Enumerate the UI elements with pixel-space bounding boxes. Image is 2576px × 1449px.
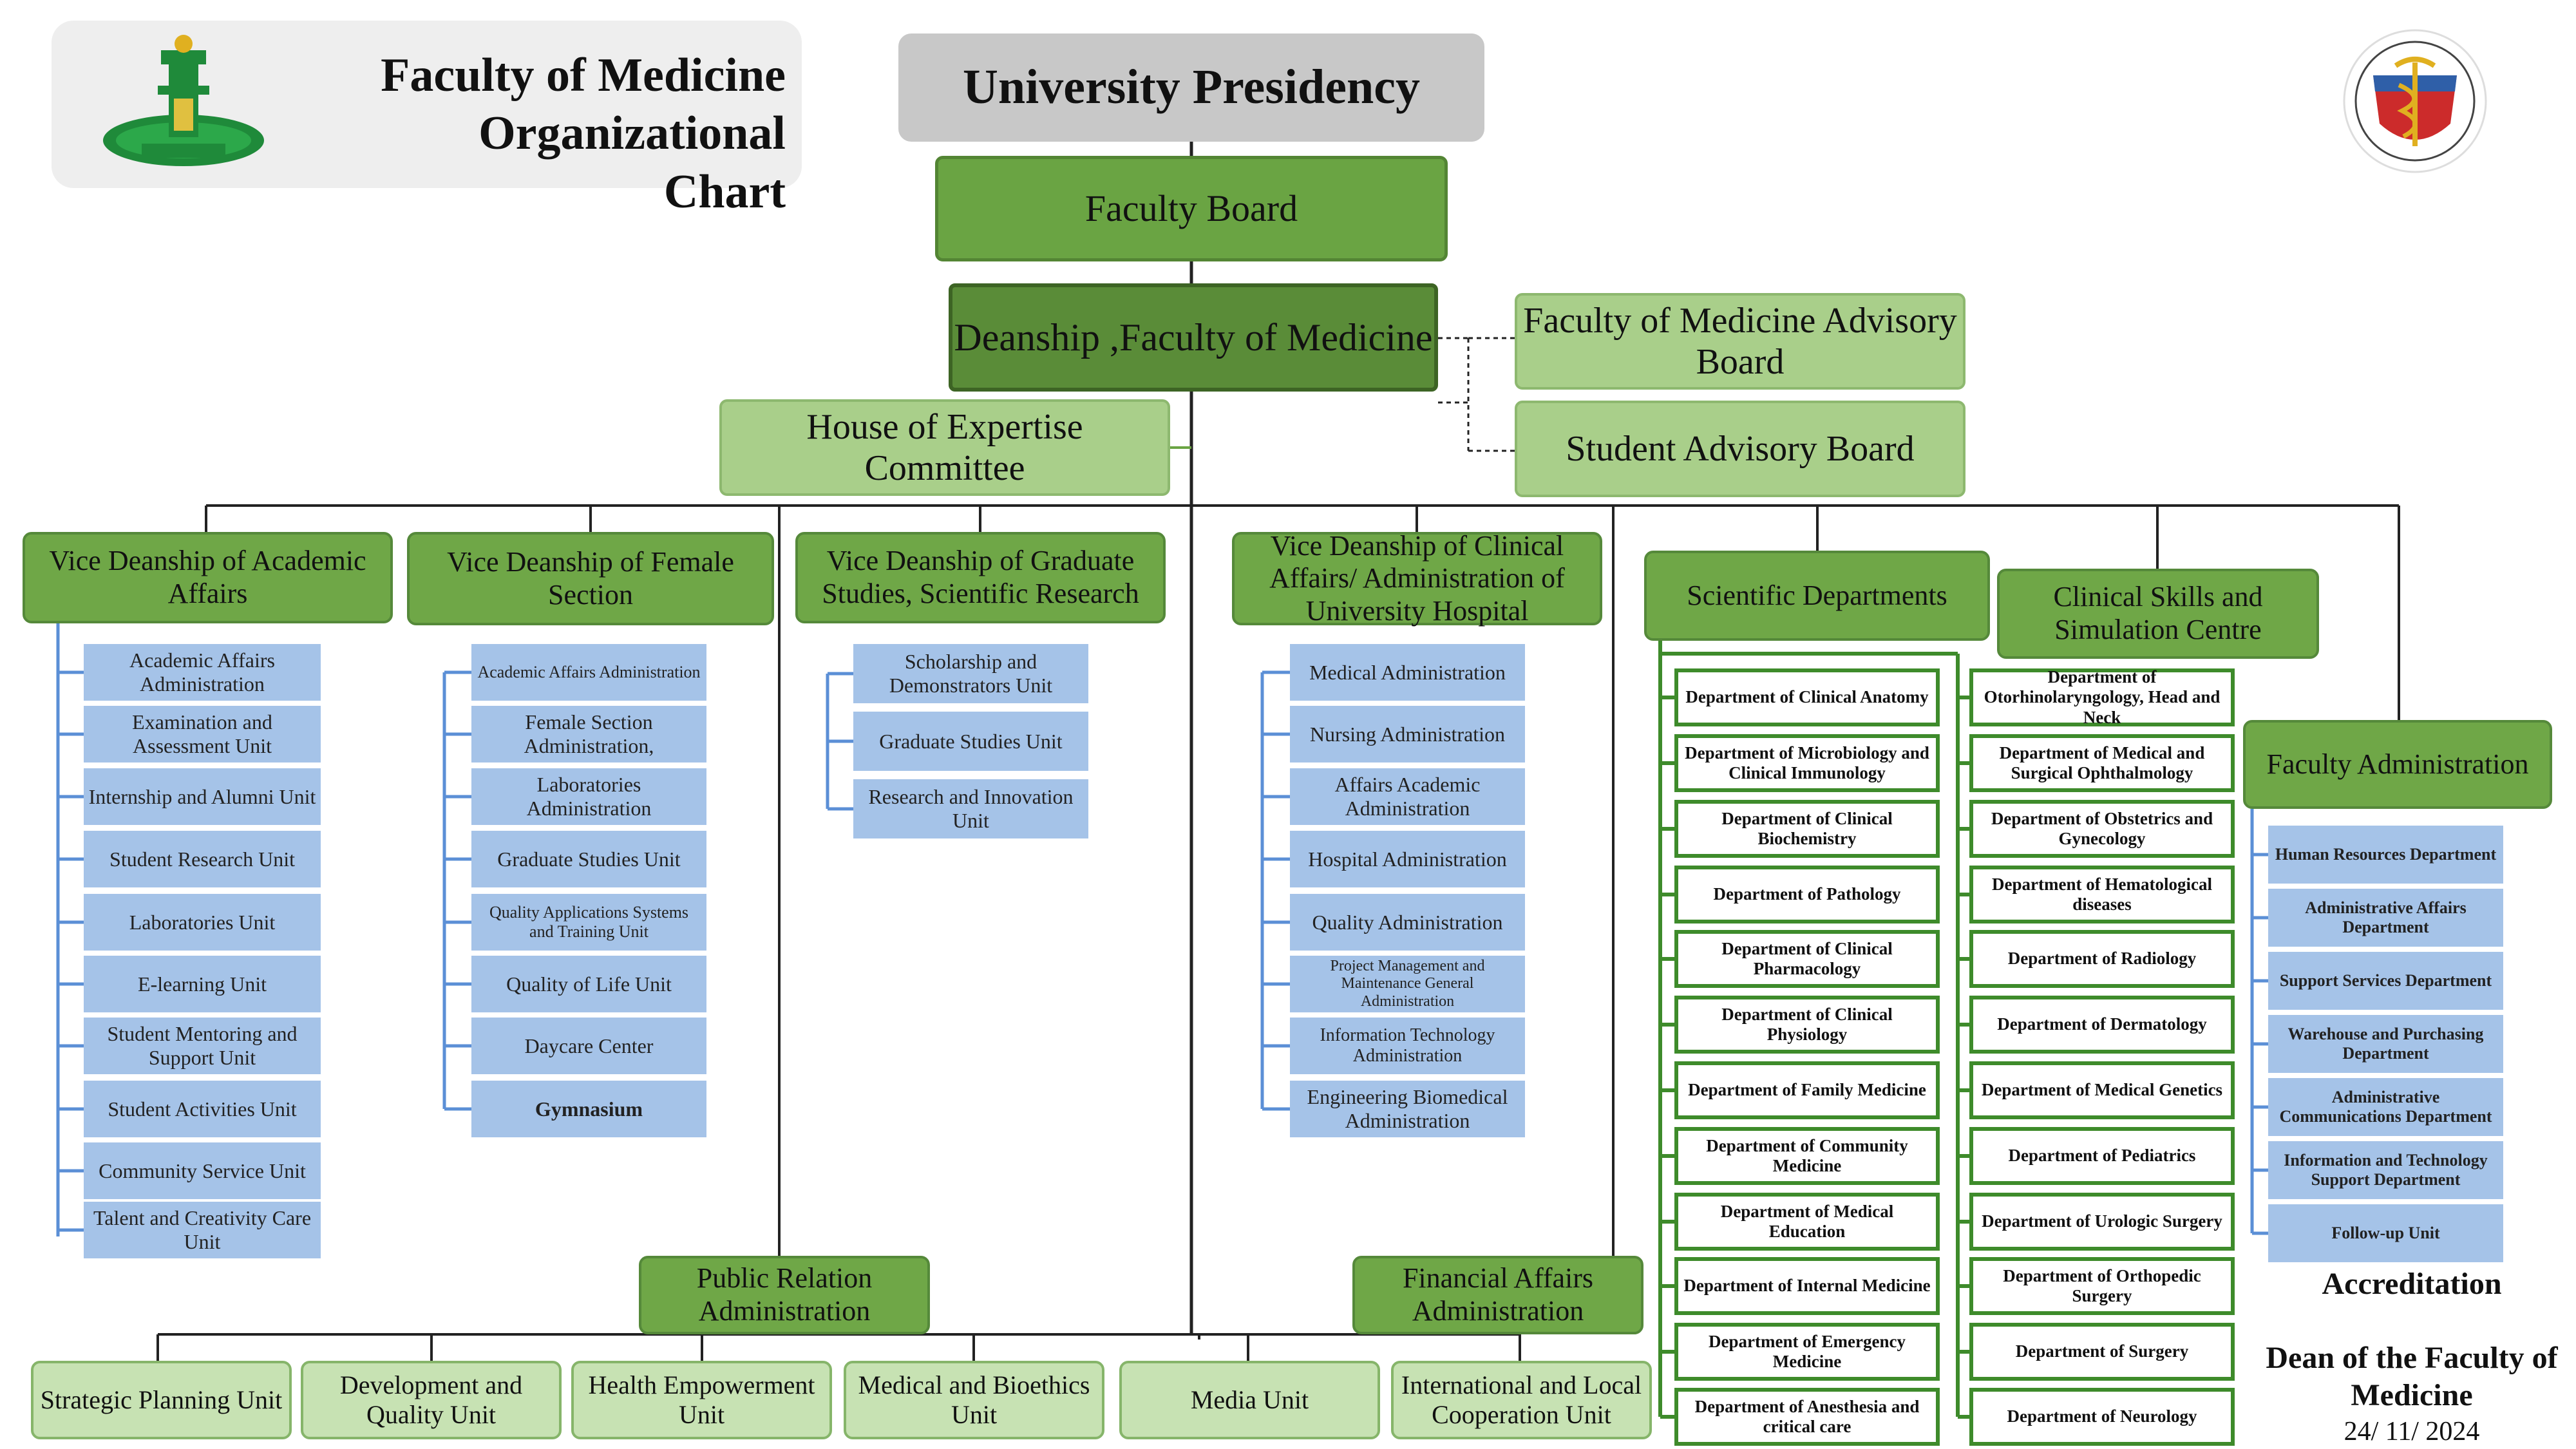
chart-title: Faculty of Medicine Organizational Chart [354,46,786,221]
academic-unit-box: Laboratories Unit [84,894,321,951]
academic-unit-box: Academic Affairs Administration [84,644,321,701]
scientific-department-box: Department of Family Medicine [1674,1061,1940,1119]
graduate-unit-box: Graduate Studies Unit [853,712,1088,771]
faculty-board-box: Faculty Board [935,156,1448,261]
academic-unit-box: Internship and Alumni Unit [84,768,321,825]
scientific-department-box: Department of Orthopedic Surgery [1969,1257,2235,1315]
accreditation-label: Accreditation [2322,1267,2502,1301]
student-advisory-board-box: Student Advisory Board [1515,401,1965,497]
academic-unit-box: Community Service Unit [84,1142,321,1199]
vice-deanship-clinical-box: Vice Deanship of Clinical Affairs/ Admin… [1232,530,1602,627]
bottom-unit-box: Development and Quality Unit [301,1361,562,1439]
scientific-department-box: Department of Community Medicine [1674,1127,1940,1185]
scientific-department-box: Department of Microbiology and Clinical … [1674,734,1940,792]
bottom-unit-box: Strategic Planning Unit [31,1361,292,1439]
bottom-unit-box: Health Empowerment Unit [571,1361,832,1439]
deanship-box: Deanship ,Faculty of Medicine [949,283,1438,392]
clinical-skills-box: Clinical Skills and Simulation Centre [1997,569,2319,659]
scientific-department-box: Department of Obstetrics and Gynecology [1969,800,2235,858]
house-of-expertise-box: House of Expertise Committee [719,399,1170,496]
scientific-department-box: Department of Internal Medicine [1674,1257,1940,1315]
clinical-unit-box: Engineering Biomedical Administration [1290,1081,1525,1137]
academic-unit-box: Student Research Unit [84,831,321,887]
scientific-department-box: Department of Clinical Biochemistry [1674,800,1940,858]
scientific-department-box: Department of Anesthesia and critical ca… [1674,1388,1940,1446]
vice-deanship-female-box: Vice Deanship of Female Section [407,532,774,625]
university-presidency-box: University Presidency [898,33,1484,142]
bottom-unit-box: Medical and Bioethics Unit [844,1361,1104,1439]
academic-unit-box: Student Activities Unit [84,1081,321,1137]
scientific-department-box: Department of Clinical Physiology [1674,996,1940,1054]
faculty-admin-unit-box: Support Services Department [2268,952,2503,1010]
vice-deanship-academic-box: Vice Deanship of Academic Affairs [23,532,393,623]
scientific-department-box: Department of Surgery [1969,1323,2235,1381]
graduate-unit-box: Research and Innovation Unit [853,779,1088,838]
academic-unit-box: Examination and Assessment Unit [84,706,321,762]
public-relation-box: Public Relation Administration [639,1256,930,1334]
female-unit-box: Gymnasium [471,1081,706,1137]
scientific-department-box: Department of Pediatrics [1969,1127,2235,1185]
academic-unit-box: E-learning Unit [84,956,321,1012]
clinical-unit-box: Medical Administration [1290,644,1525,701]
scientific-department-box: Department of Medical Genetics [1969,1061,2235,1119]
scientific-department-box: Department of Pathology [1674,866,1940,923]
scientific-department-box: Department of Hematological diseases [1969,866,2235,923]
scientific-department-box: Department of Dermatology [1969,996,2235,1054]
clinical-unit-box: Affairs Academic Administration [1290,768,1525,825]
academic-unit-box: Talent and Creativity Care Unit [84,1202,321,1258]
date-label: 24/ 11/ 2024 [2344,1417,2480,1446]
clinical-unit-box: Hospital Administration [1290,831,1525,887]
scientific-department-box: Department of Clinical Anatomy [1674,668,1940,726]
scientific-department-box: Department of Urologic Surgery [1969,1193,2235,1251]
financial-affairs-box: Financial Affairs Administration [1352,1256,1643,1334]
female-unit-box: Quality Applications Systems and Trainin… [471,894,706,951]
clinical-unit-box: Project Management and Maintenance Gener… [1290,956,1525,1012]
female-unit-box: Female Section Administration, [471,706,706,762]
university-logo-icon [103,35,264,166]
vice-deanship-graduate-box: Vice Deanship of Graduate Studies, Scien… [795,532,1166,623]
faculty-admin-unit-box: Warehouse and Purchasing Department [2268,1015,2503,1073]
dean-signature-label: Dean of the Faculty of Medicine [2266,1341,2558,1412]
graduate-unit-box: Scholarship and Demonstrators Unit [853,644,1088,703]
scientific-department-box: Department of Clinical Pharmacology [1674,930,1940,988]
female-unit-box: Graduate Studies Unit [471,831,706,887]
female-unit-box: Laboratories Administration [471,768,706,825]
clinical-unit-box: Information Technology Administration [1290,1018,1525,1074]
scientific-department-box: Department of Radiology [1969,930,2235,988]
advisory-board-box: Faculty of Medicine Advisory Board [1515,293,1965,390]
clinical-unit-box: Quality Administration [1290,894,1525,951]
title-line-2: Organizational Chart [478,107,786,218]
clinical-unit-box: Nursing Administration [1290,706,1525,762]
scientific-department-box: Department of Medical Education [1674,1193,1940,1251]
faculty-admin-unit-box: Information and Technology Support Depar… [2268,1141,2503,1199]
bottom-unit-box: International and Local Cooperation Unit [1391,1361,1652,1439]
academic-unit-box: Student Mentoring and Support Unit [84,1018,321,1074]
female-unit-box: Academic Affairs Administration [471,644,706,701]
faculty-admin-unit-box: Follow-up Unit [2268,1204,2503,1262]
scientific-department-box: Department of Neurology [1969,1388,2235,1446]
faculty-admin-unit-box: Administrative Affairs Department [2268,889,2503,947]
scientific-department-box: Department of Emergency Medicine [1674,1323,1940,1381]
scientific-department-box: Department of Otorhinolaryngology, Head … [1969,667,2235,727]
female-unit-box: Daycare Center [471,1018,706,1074]
female-unit-box: Quality of Life Unit [471,956,706,1012]
faculty-seal-icon [2343,29,2487,173]
faculty-administration-box: Faculty Administration [2243,720,2552,809]
faculty-admin-unit-box: Administrative Communications Department [2268,1078,2503,1136]
scientific-departments-box: Scientific Departments [1644,551,1990,641]
bottom-unit-box: Media Unit [1119,1361,1380,1439]
faculty-admin-unit-box: Human Resources Department [2268,826,2503,884]
scientific-department-box: Department of Medical and Surgical Ophth… [1969,734,2235,792]
title-line-1: Faculty of Medicine [381,49,786,102]
